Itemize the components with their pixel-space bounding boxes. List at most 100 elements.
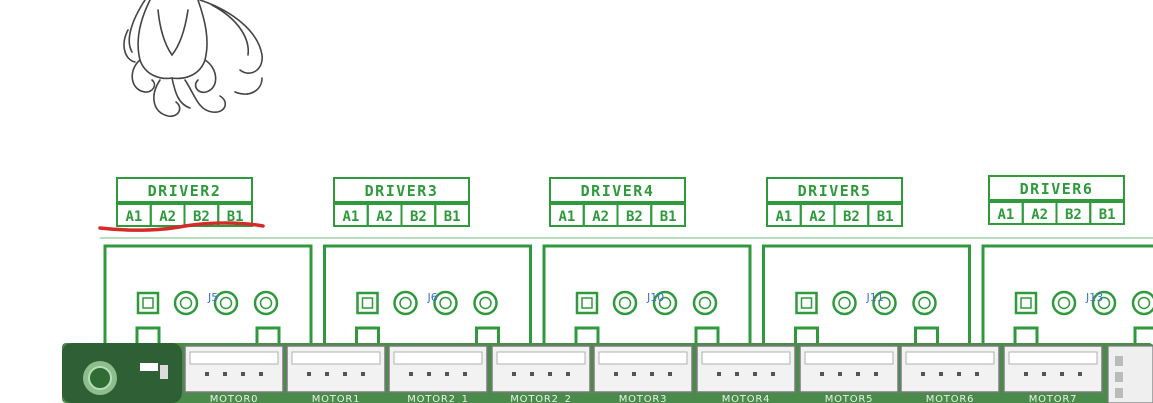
pad-round-inner [1137, 296, 1151, 310]
pin-label-a1: A1 [997, 207, 1014, 223]
mounting-hole-inner [88, 366, 112, 390]
pad-round [433, 290, 458, 316]
motor-label: MOTOR5 [825, 394, 874, 403]
pad-round [393, 290, 418, 316]
connector-pin [856, 372, 860, 376]
pad-square-inner [581, 297, 593, 309]
connector-pin [361, 372, 365, 376]
pad-square [1014, 291, 1038, 315]
pad-round-inner [399, 296, 412, 310]
pad-round [612, 290, 638, 316]
driver-title: DRIVER2 [148, 182, 222, 200]
designator-label: J5 [207, 291, 218, 304]
motor-connector-6: MOTOR4 [696, 345, 796, 403]
pin-box [1089, 201, 1125, 225]
pad-round [1091, 290, 1117, 316]
connector-slot [1008, 351, 1098, 365]
driver-title: DRIVER4 [581, 182, 655, 200]
connector-pin [735, 372, 739, 376]
connector-pin [1042, 372, 1046, 376]
pin-label-a1: A1 [558, 209, 575, 225]
connector-pin [957, 372, 961, 376]
connector-pin [668, 372, 672, 376]
pad-square [795, 291, 818, 315]
motor-connector-2: MOTOR1 [286, 345, 386, 403]
connector-pin [1024, 372, 1028, 376]
connector-pin [343, 372, 347, 376]
connector-pin [975, 372, 979, 376]
motor-connector-3: MOTOR2_1 [388, 345, 488, 403]
pad-round-inner [658, 296, 672, 310]
pin-label-b2: B2 [626, 209, 643, 225]
connector-pin [325, 372, 329, 376]
designator-label: J13 [1085, 291, 1103, 304]
motor-connector-5: MOTOR3 [593, 345, 693, 403]
connector-slot [804, 351, 894, 365]
driver-title: DRIVER3 [365, 182, 439, 200]
connector-pin [1060, 372, 1064, 376]
motor-label: MOTOR1 [312, 394, 361, 403]
pin-label-b1: B1 [1099, 207, 1116, 223]
driver-connector-outline [981, 244, 1153, 358]
pad-square-inner [1020, 297, 1032, 309]
smd-component [140, 363, 158, 371]
connector-slot [393, 351, 483, 365]
pad-round-inner [878, 296, 891, 310]
connector-pin [1078, 372, 1082, 376]
pad-round-inner [698, 296, 712, 310]
pin-label-b1: B1 [660, 209, 677, 225]
connector-pin [512, 372, 516, 376]
connector-pin [921, 372, 925, 376]
connector-pin [259, 372, 263, 376]
pin-label-b1: B1 [877, 209, 894, 225]
pin-label-a2: A2 [376, 209, 393, 225]
pad-round [652, 290, 678, 316]
pin-box [867, 203, 903, 227]
pin-label-a1: A1 [125, 209, 142, 225]
connector-slot [905, 351, 995, 365]
connector-pin [939, 372, 943, 376]
pad-square [356, 291, 379, 315]
motor-label: MOTOR6 [926, 394, 975, 403]
pad-round-inner [439, 296, 452, 310]
pin-label-a1: A1 [342, 209, 359, 225]
motor-label: MOTOR7 [1029, 394, 1078, 403]
designator-label: J6 [427, 291, 438, 304]
pad-round-inner [219, 296, 233, 310]
connector-pin [530, 372, 534, 376]
pad-round-inner [179, 296, 193, 310]
pad-round [173, 290, 199, 316]
pin-label-b2: B2 [1065, 207, 1082, 223]
pad-round [692, 290, 718, 316]
motor-label: MOTOR2_1 [407, 394, 469, 403]
driver-title-box [116, 177, 253, 203]
pad-square [136, 291, 160, 315]
connector-pin [205, 372, 209, 376]
pin-label-a2: A2 [1031, 207, 1048, 223]
connector-pin [445, 372, 449, 376]
pin-label-a2: A2 [592, 209, 609, 225]
pad-square [575, 291, 599, 315]
connector-pin [223, 372, 227, 376]
connector-slot [189, 351, 279, 365]
pad-round [1051, 290, 1077, 316]
connector-slot [291, 351, 381, 365]
red-underline-annotation [98, 221, 265, 232]
motor-label: MOTOR2_2 [510, 394, 572, 403]
designator-label: J11 [866, 291, 884, 304]
pin-label-a2: A2 [809, 209, 826, 225]
pad-round [1131, 290, 1153, 316]
connector-slot [701, 351, 791, 365]
pad-square-inner [361, 297, 374, 309]
connector-pin [820, 372, 824, 376]
motor-connector-7: MOTOR5 [799, 345, 899, 403]
connector-pin [838, 372, 842, 376]
pad-round-inner [918, 296, 931, 310]
connector-pin [717, 372, 721, 376]
pad-round-inner [259, 296, 273, 310]
pad-round [253, 290, 279, 316]
connector-pin [632, 372, 636, 376]
